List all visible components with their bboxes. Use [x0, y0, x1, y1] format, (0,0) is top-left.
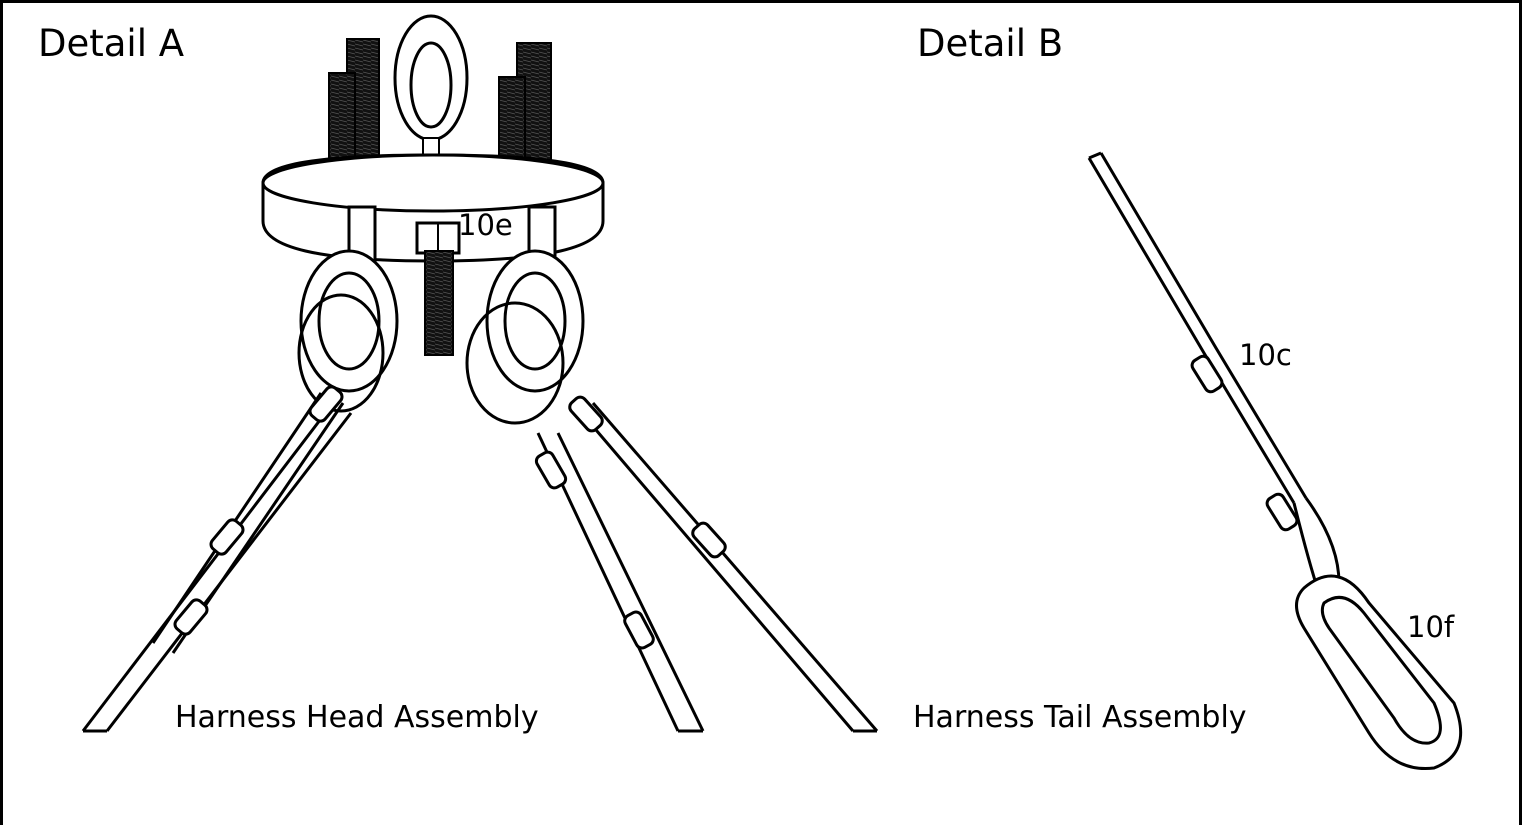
harness-tail-caption: Harness Tail Assembly [913, 700, 1247, 735]
detail-b-panel: Detail B 10c 10f Harness Tail Assembly [899, 0, 1522, 825]
detail-a-title: Detail A [38, 22, 185, 65]
part-label-10c: 10c [1239, 338, 1292, 372]
part-label-10f: 10f [1407, 610, 1455, 644]
snap-hook-10f [1295, 574, 1463, 771]
detail-a-panel: Detail A 10e Harness Head Assembly [0, 0, 902, 825]
harness-cables [81, 392, 879, 733]
detail-b-title: Detail B [917, 22, 1064, 65]
harness-head-illustration [81, 14, 879, 733]
harness-tail-illustration [1087, 151, 1463, 771]
tail-ferrules [1190, 354, 1299, 532]
cable-ferrules [173, 385, 727, 650]
center-bolt [415, 221, 461, 356]
part-label-10e: 10e [458, 208, 513, 242]
eye-bolt-left [297, 205, 399, 413]
eye-bolt-right [465, 205, 585, 425]
harness-head-caption: Harness Head Assembly [175, 700, 539, 735]
top-eye-bolt [393, 14, 469, 157]
